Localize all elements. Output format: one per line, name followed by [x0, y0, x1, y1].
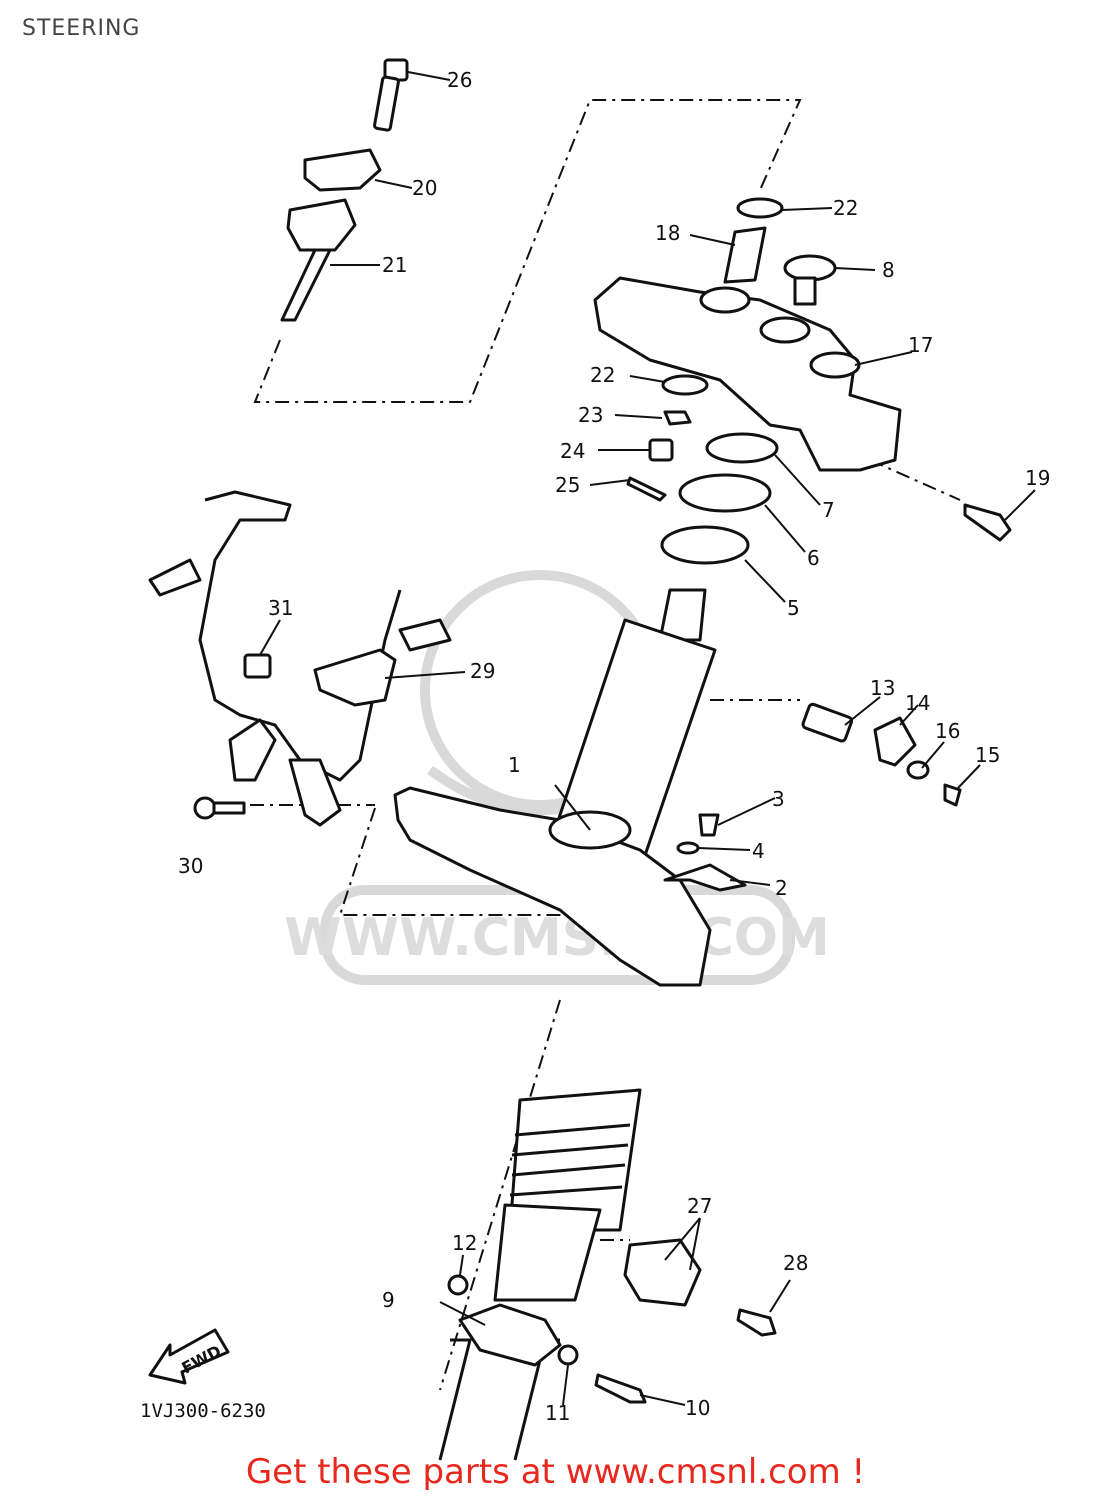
bracket-29-top: [398, 618, 452, 652]
callout-27: 27: [687, 1194, 712, 1218]
assembly-guide-lines: [250, 99, 961, 1391]
callout-15: 15: [975, 743, 1000, 767]
steering-stem: [658, 588, 707, 642]
callout-20: 20: [412, 176, 437, 200]
lock-plate-14: [873, 716, 917, 767]
screw-15: [943, 783, 962, 807]
watermark-text: WWW.CMSNL.COM: [284, 908, 829, 968]
callout-7: 7: [822, 498, 835, 522]
callout-28: 28: [783, 1251, 808, 1275]
bolt-28: [736, 1308, 777, 1337]
ring-nut-7: [705, 432, 779, 464]
bolt-10: [594, 1373, 647, 1404]
page-title: STEERING: [22, 16, 141, 41]
callout-26: 26: [447, 68, 472, 92]
front-fork-bellows: [509, 1123, 631, 1197]
cotter-pin-25: [626, 476, 667, 502]
handlebar-holder-lower-21: [280, 198, 357, 322]
upper-bracket-hole: [809, 351, 861, 379]
footer-link[interactable]: Get these parts at www.cmsnl.com !: [245, 1452, 866, 1492]
grommet-31: [243, 653, 272, 679]
bearing-5: [660, 525, 750, 565]
callout-22: 22: [833, 196, 858, 220]
bolt-26: [373, 58, 409, 132]
handlebar-holder-upper-20: [303, 148, 382, 192]
headlight-stay-arm: [148, 558, 202, 597]
headlight-stay-lower: [228, 718, 277, 782]
callout-21: 21: [382, 253, 407, 277]
nut-11: [557, 1344, 579, 1366]
steering-lock-13: [801, 702, 854, 743]
front-fork-lower: [493, 1203, 602, 1302]
callout-6: 6: [807, 546, 820, 570]
callout-17: 17: [908, 333, 933, 357]
clamp-2: [663, 863, 747, 892]
callout-30: 30: [178, 854, 203, 878]
callout-24: 24: [560, 439, 585, 463]
callout-1: 1: [508, 753, 521, 777]
headlight-stay-frame: [198, 490, 402, 782]
under-bracket: [393, 786, 712, 987]
callout-9: 9: [382, 1288, 395, 1312]
headlight-stay-foot: [288, 758, 342, 827]
callout-29: 29: [470, 659, 495, 683]
washer-22-upper: [736, 197, 784, 219]
callout-10: 10: [685, 1396, 710, 1420]
bolt-19: [963, 503, 1012, 542]
fwd-arrow: [148, 1328, 230, 1385]
crown-nut-8: [783, 254, 837, 306]
fork-clamp-9: [458, 1303, 562, 1367]
upper-bracket-hole: [699, 286, 751, 314]
diagram-code: 1VJ300-6230: [140, 1400, 266, 1422]
lock-washer-23: [663, 410, 692, 426]
callout-13: 13: [870, 676, 895, 700]
callout-2: 2: [775, 876, 788, 900]
callout-22b: 22: [590, 363, 615, 387]
bearing-cover-6: [678, 473, 772, 513]
callout-25: 25: [555, 473, 580, 497]
front-fork-outer: [508, 1088, 642, 1232]
callout-16: 16: [935, 719, 960, 743]
washer-4: [676, 841, 700, 855]
bolt-3: [698, 813, 720, 837]
bolt-30: [193, 796, 246, 820]
bracket-29: [313, 648, 397, 707]
callout-8: 8: [882, 258, 895, 282]
callout-12: 12: [452, 1231, 477, 1255]
callout-leaders: [259, 71, 1036, 1406]
washer-22-lower: [661, 374, 709, 396]
callout-19: 19: [1025, 466, 1050, 490]
callout-4: 4: [752, 839, 765, 863]
ring-nut-24: [648, 438, 674, 462]
collar-18: [723, 226, 767, 284]
callout-31: 31: [268, 596, 293, 620]
callout-14: 14: [905, 691, 930, 715]
callout-labels: 1 2 3 4 5 6 7 8 9 10 11 12 13 14 15 16 1…: [178, 68, 1050, 1425]
callout-11: 11: [545, 1401, 570, 1425]
callout-5: 5: [787, 596, 800, 620]
upper-bracket-hole: [759, 316, 811, 344]
callout-3: 3: [772, 787, 785, 811]
nut-12: [447, 1274, 469, 1296]
parts-line-art: [148, 58, 1012, 1461]
callout-18: 18: [655, 221, 680, 245]
callout-23: 23: [578, 403, 603, 427]
brake-hose-holder-27: [623, 1238, 702, 1307]
